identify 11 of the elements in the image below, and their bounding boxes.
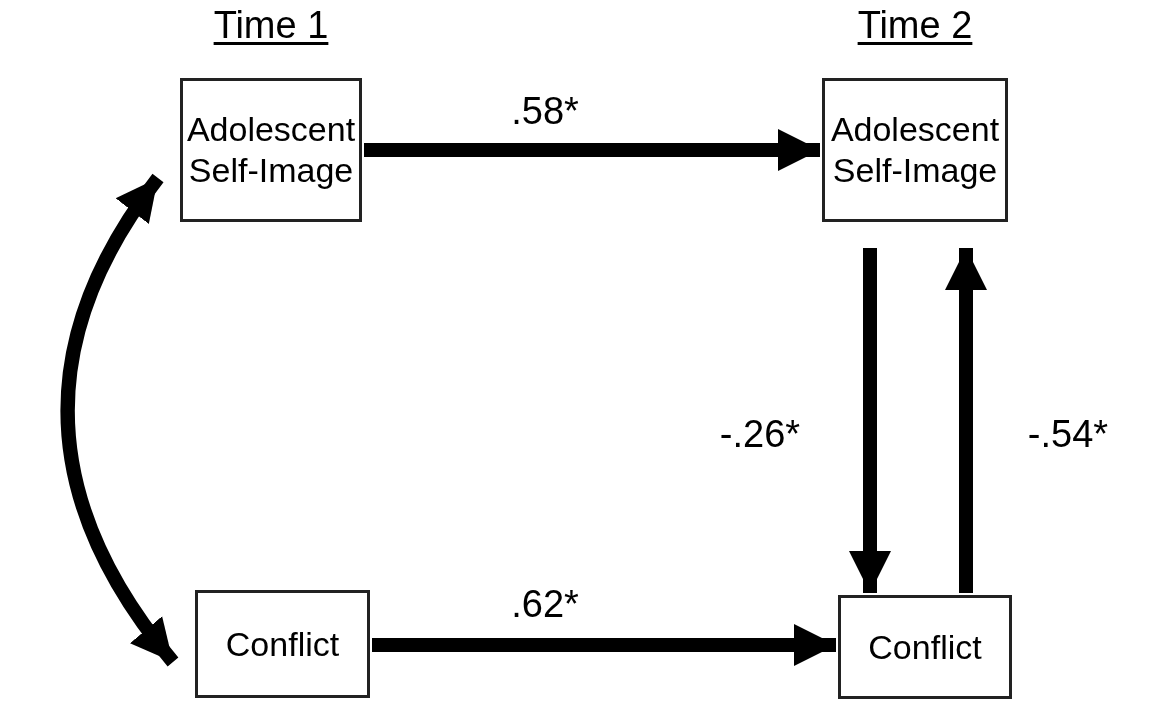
arrow bbox=[364, 129, 820, 171]
box-text: Adolescent Self-Image bbox=[829, 109, 1001, 191]
time-heading: Time 2 bbox=[857, 6, 973, 48]
time-heading: Time 1 bbox=[213, 6, 329, 48]
arrow bbox=[945, 248, 987, 593]
box-text: Conflict bbox=[224, 623, 341, 665]
arrow bbox=[849, 248, 891, 593]
arrow bbox=[372, 624, 836, 666]
box-text: Conflict bbox=[867, 626, 983, 668]
box-text: Adolescent Self-Image bbox=[185, 109, 357, 191]
arrow bbox=[60, 173, 179, 667]
